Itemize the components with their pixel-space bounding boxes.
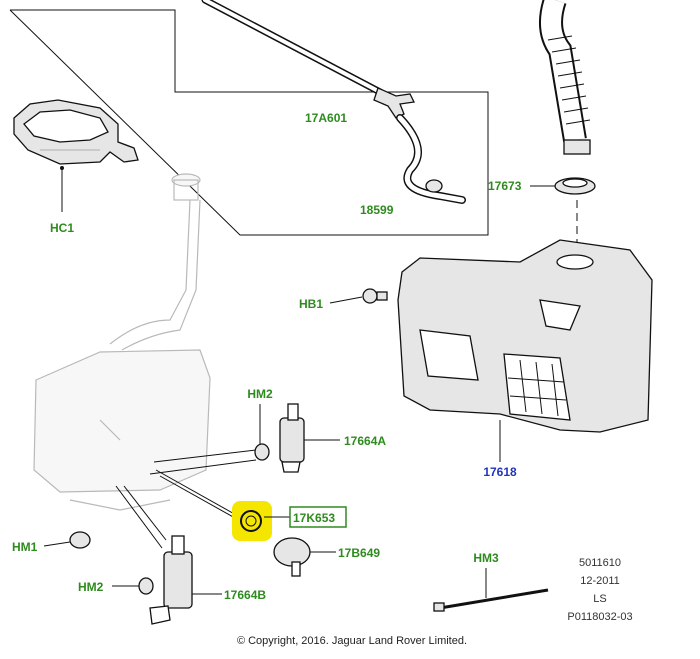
cap-hm1	[69, 531, 91, 549]
reservoir-17618	[397, 239, 653, 433]
callout-17618: 17618	[483, 465, 517, 479]
callout-17b649: 17B649	[338, 546, 380, 560]
copyright-notice: © Copyright, 2016. Jaguar Land Rover Lim…	[237, 635, 467, 647]
hose-panel-outline	[9, 9, 489, 236]
reference-line-4: P0118032-03	[567, 611, 632, 623]
grommet-hm2-top	[254, 443, 270, 461]
pump-motor-17b649	[273, 537, 311, 577]
callout-hm3: HM3	[473, 551, 499, 565]
grommet-17673	[554, 177, 596, 195]
callout-17664a: 17664A	[344, 434, 386, 448]
pump-17664b	[149, 535, 193, 625]
callout-17664b: 17664B	[224, 588, 266, 602]
callout-hm1: HM1	[12, 540, 38, 554]
callout-hm2-bottom: HM2	[78, 580, 104, 594]
callout-17673: 17673	[488, 179, 522, 193]
reference-line-3: LS	[593, 593, 606, 605]
callout-hb1: HB1	[299, 297, 323, 311]
bolt-hb1	[362, 288, 388, 304]
y-connector-17a601	[373, 87, 415, 119]
cable-tie-hm3	[433, 588, 549, 612]
washer-hose-long	[201, 0, 384, 96]
ghost-reservoir-assembly	[33, 173, 211, 511]
reference-line-1: 5011610	[579, 557, 621, 569]
reference-line-2: 12-2011	[580, 575, 620, 587]
filler-neck-17673	[539, 0, 591, 155]
bracket-hc1	[13, 99, 139, 165]
callout-17k653: 17K653	[293, 511, 335, 525]
callout-18599: 18599	[360, 203, 394, 217]
callout-hm2-top: HM2	[247, 387, 273, 401]
callout-17a601: 17A601	[305, 111, 347, 125]
grommet-hm2-bottom	[138, 577, 154, 595]
washer-hose-18599	[396, 114, 466, 204]
highlight-17k653	[232, 501, 272, 541]
pump-17664a	[279, 403, 305, 473]
callout-box-17k653	[289, 506, 347, 528]
callout-hc1: HC1	[50, 221, 74, 235]
